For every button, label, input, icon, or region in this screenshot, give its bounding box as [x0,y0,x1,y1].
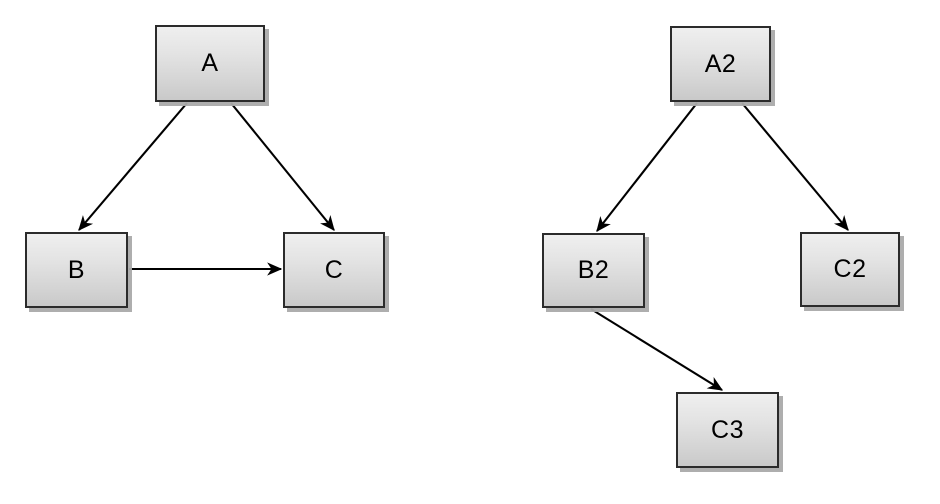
node-label-c2: C2 [833,255,867,283]
edges-group [78,102,849,391]
edge-a-to-c [230,102,335,231]
node-c3[interactable]: C3 [676,392,779,468]
node-a[interactable]: A [155,25,265,102]
node-b[interactable]: B [25,232,128,308]
edge-b2-to-c3 [590,308,724,391]
node-label-c3: C3 [711,415,744,444]
edge-a2-to-b2 [596,102,698,232]
node-a2[interactable]: A2 [670,26,771,102]
edge-a2-to-c2 [741,102,849,231]
node-label-b: B [67,255,86,284]
node-c2[interactable]: C2 [800,232,900,307]
node-label-b2: B2 [577,256,610,284]
node-c[interactable]: C [283,232,385,308]
node-label-c: C [324,255,344,284]
edge-a-to-b [78,102,188,231]
node-label-a: A [201,49,219,77]
node-label-a2: A2 [704,49,737,78]
node-b2[interactable]: B2 [542,233,645,308]
